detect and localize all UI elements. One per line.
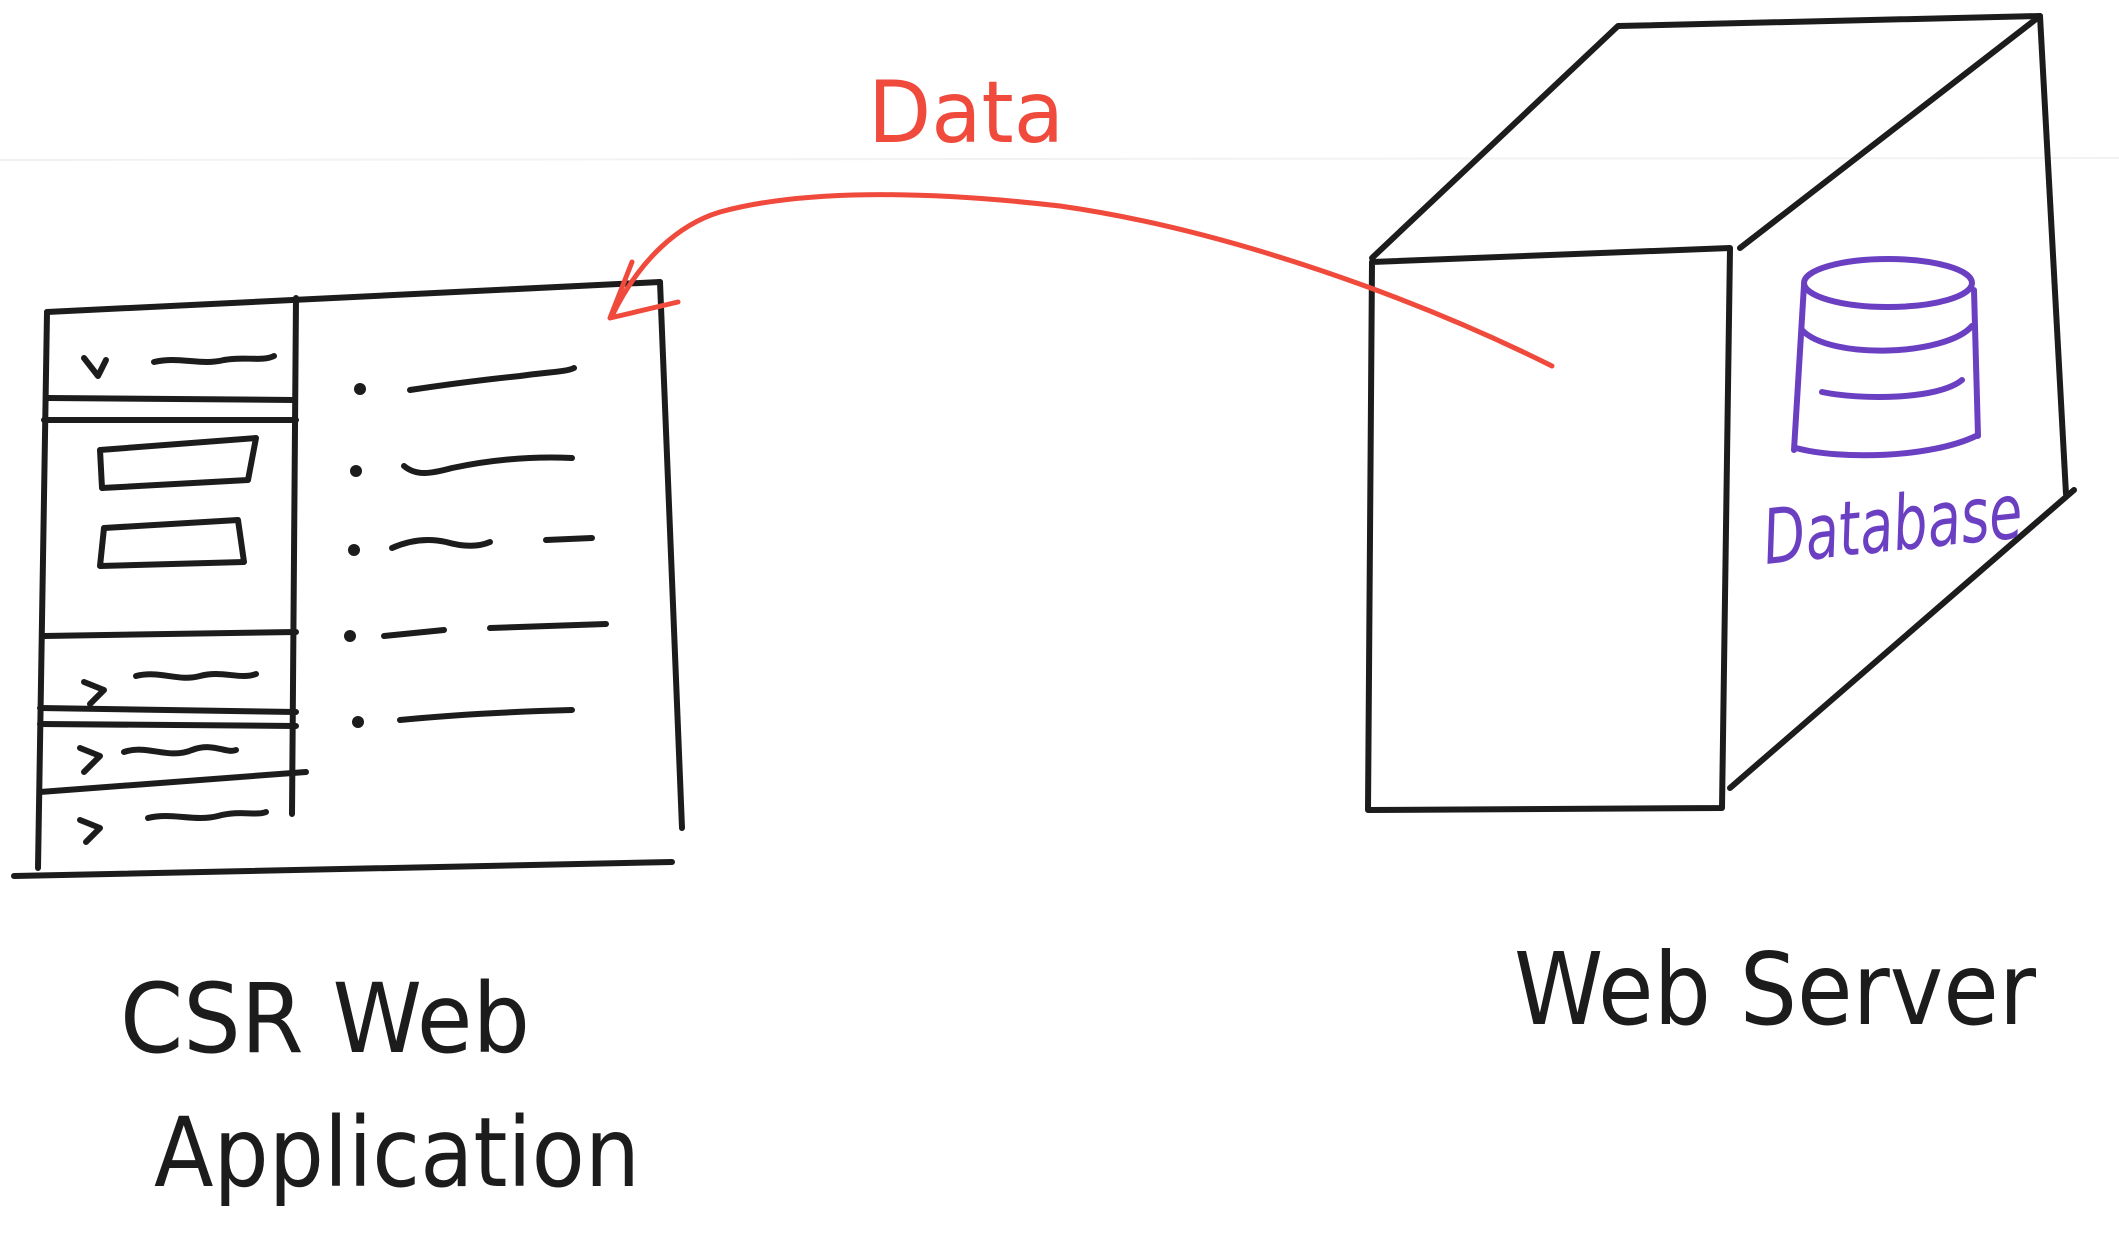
- sidebar-button-1: [97, 435, 259, 491]
- sidebar-row-4-text: [145, 809, 269, 821]
- sidebar-row-divider-3: [41, 629, 299, 639]
- bullet-line-1: [407, 365, 577, 393]
- sidebar-row-3-text: [121, 744, 239, 757]
- bullet-dot: [354, 383, 366, 395]
- client-caption-line-2: Application: [154, 1097, 640, 1209]
- database-band-2: [1819, 377, 1965, 400]
- bullet-line-2: [401, 454, 575, 476]
- paper-fold-line: [0, 157, 2119, 161]
- chevron-down-icon: [81, 355, 109, 379]
- csr-web-app-window: [11, 279, 685, 879]
- bullet-dot: [344, 630, 356, 642]
- database-left-side: [1791, 282, 1807, 453]
- web-server-box: [1365, 13, 2077, 813]
- database-bottom: [1793, 433, 1979, 459]
- server-top-face: [1369, 13, 2043, 261]
- bullet-line-3a: [389, 537, 493, 551]
- window-top-edge: [44, 279, 663, 315]
- database-cylinder-icon: [1791, 256, 1981, 459]
- data-arrow-head: [607, 259, 681, 321]
- bullet-dot: [348, 544, 360, 556]
- data-arrow-curve: [609, 192, 1555, 369]
- bullet-line-4a: [381, 627, 447, 639]
- data-arrow-label: Data: [868, 63, 1064, 163]
- chevron-right-icon: [77, 745, 103, 775]
- database-band-1: [1799, 323, 1975, 354]
- bullet-line-4b: [487, 621, 609, 631]
- server-side-face: [1727, 13, 2077, 791]
- bullet-line-3b: [543, 535, 595, 543]
- bullet-line-5: [397, 707, 575, 723]
- database-top: [1801, 256, 1975, 310]
- server-caption: Web Server: [1514, 931, 2037, 1048]
- sidebar-row-divider-4: [37, 705, 299, 715]
- bullet-dot: [352, 716, 364, 728]
- content-bullet-list: [344, 365, 609, 728]
- sidebar-row-divider-6: [37, 769, 309, 795]
- window-bottom-edge: [11, 859, 675, 879]
- sidebar-button-2: [97, 517, 247, 569]
- bullet-dot: [350, 465, 362, 477]
- window-left-edge: [35, 309, 50, 871]
- server-front-face: [1365, 245, 1733, 813]
- sidebar-row-divider-1: [45, 395, 297, 403]
- chevron-right-icon: [77, 817, 103, 845]
- data-flow-arrow: [607, 192, 1555, 369]
- sidebar-divider: [289, 295, 299, 817]
- sidebar-row-divider-5: [37, 721, 299, 729]
- chevron-right-icon: [81, 679, 107, 707]
- sidebar-row-2-text: [133, 671, 259, 681]
- database-right-side: [1971, 287, 1981, 439]
- client-caption-line-1: CSR Web: [120, 963, 530, 1075]
- window-right-edge: [657, 279, 685, 831]
- sidebar-row-1-text: [151, 353, 277, 365]
